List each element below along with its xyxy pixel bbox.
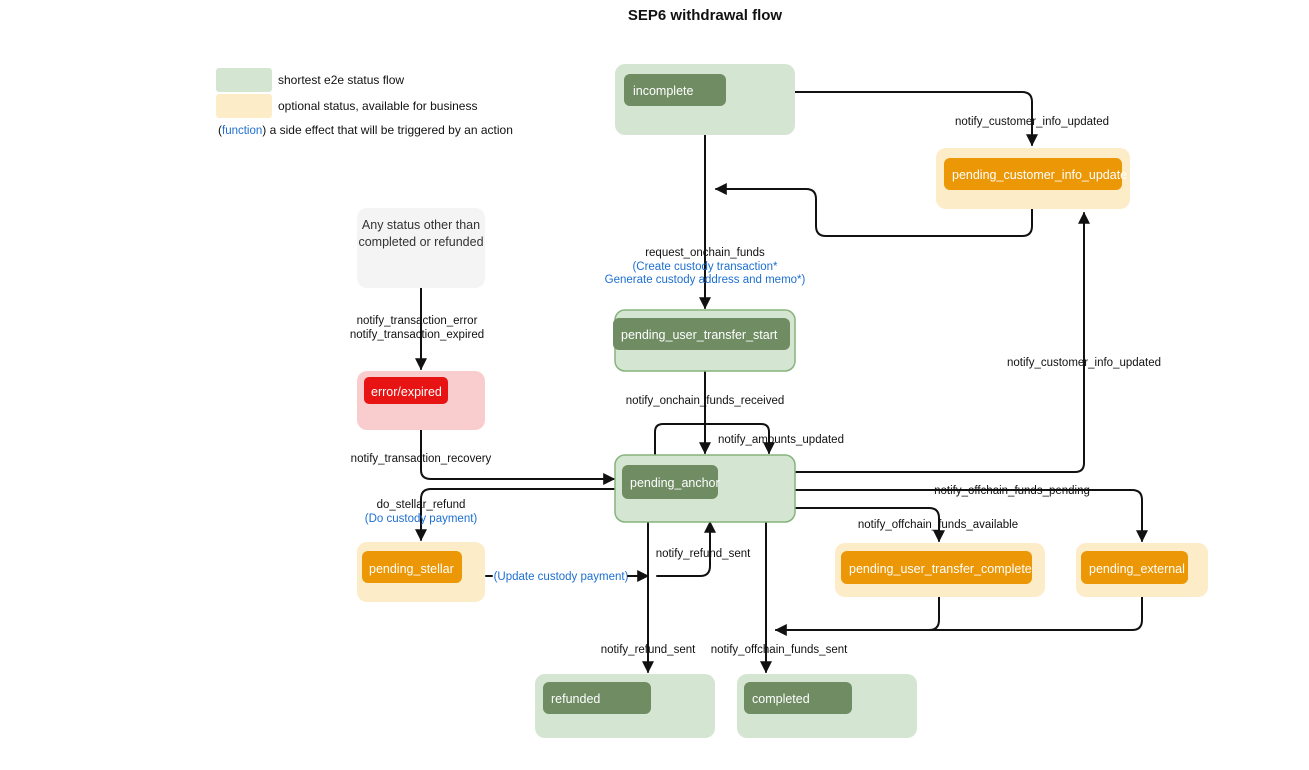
edge-fn-create-custody-transaction: (Create custody transaction*: [632, 261, 778, 273]
edge-label-do-stellar-refund: do_stellar_refund: [377, 499, 466, 511]
edge-pending-customer-info-update-to-incomplete: [714, 183, 1033, 237]
node-refunded-label: refunded: [551, 692, 600, 706]
node-pending-user-transfer-start-inner: [613, 318, 790, 350]
legend-function-note: (function) a side effect that will be tr…: [218, 123, 513, 137]
node-any-status-other-than: Any status other than completed or refun…: [357, 208, 485, 288]
node-pending-stellar-inner: [362, 551, 462, 583]
node-refunded-inner: [543, 682, 651, 714]
edge-incomplete-to-pending-customer-info-update: [794, 91, 1038, 147]
node-pending-customer-info-update-inner: [944, 158, 1122, 190]
node-completed[interactable]: completed: [737, 674, 917, 738]
node-pending-user-transfer-start-label: pending_user_transfer_start: [621, 328, 778, 342]
edge-label-notify-transaction-expired: notify_transaction_expired: [350, 329, 484, 341]
legend-fn-keyword: function: [222, 125, 262, 137]
node-pending-external-label: pending_external: [1089, 562, 1185, 576]
edge-label-notify-onchain-funds-received: notify_onchain_funds_received: [626, 395, 785, 407]
edge-pending-anchor-to-pending-stellar: [415, 488, 615, 542]
edge-pending-anchor-to-pending-customer-info-update: [794, 211, 1090, 473]
node-completed-label: completed: [752, 692, 810, 706]
edge-pending-anchor-to-pending-external: [794, 489, 1148, 543]
edge-fn-update-custody-payment: (Update custody payment): [494, 571, 629, 583]
edge-label-notify-offchain-funds-available: notify_offchain_funds_available: [858, 519, 1018, 531]
node-any-status-outer: [357, 208, 485, 288]
node-pending-user-transfer-start[interactable]: pending_user_transfer_start: [613, 309, 796, 372]
node-any-status-label-line1: Any status other than: [362, 218, 480, 232]
edge-label-notify-amounts-updated: notify_amounts_updated: [718, 434, 844, 446]
legend-label-green: shortest e2e status flow: [278, 73, 404, 87]
edge-error-expired-to-pending-anchor: [420, 429, 616, 485]
page-title: SEP6 withdrawal flow: [628, 7, 783, 24]
edge-label-notify-customer-info-updated-right: notify_customer_info_updated: [1007, 357, 1161, 369]
legend-close-paren: ): [262, 123, 266, 137]
legend-fn-line: (function) a side effect that will be tr…: [218, 123, 513, 137]
node-pending-anchor[interactable]: pending_anchor: [614, 454, 796, 523]
edge-label-request-onchain-funds: request_onchain_funds: [645, 247, 765, 259]
node-pending-external-inner: [1081, 551, 1188, 584]
edge-fn-generate-custody-address: Generate custody address and memo*): [605, 274, 806, 286]
node-pending-stellar-label: pending_stellar: [369, 562, 454, 576]
node-pending-customer-info-update-label: pending_customer_info_update: [952, 168, 1127, 182]
nodes-layer: incomplete pending_customer_info_update …: [357, 64, 1208, 738]
edge-label-notify-transaction-error: notify_transaction_error: [357, 315, 478, 327]
edge-fn-do-custody-payment: (Do custody payment): [365, 513, 478, 525]
node-pending-user-transfer-complete-label: pending_user_transfer_complete: [849, 562, 1032, 576]
node-pending-stellar[interactable]: pending_stellar: [357, 542, 485, 602]
node-pending-customer-info-update[interactable]: pending_customer_info_update: [936, 148, 1130, 209]
node-pending-anchor-inner: [622, 465, 718, 499]
edge-pending-anchor-to-pending-user-transfer-complete: [794, 507, 945, 543]
legend-swatch-green: [216, 68, 272, 92]
edge-label-notify-transaction-recovery: notify_transaction_recovery: [351, 453, 492, 465]
node-incomplete-label: incomplete: [633, 84, 693, 98]
node-error-expired[interactable]: error/expired: [357, 371, 485, 430]
node-completed-inner: [744, 682, 852, 714]
node-pending-external[interactable]: pending_external: [1076, 543, 1208, 597]
edge-notify-refund-sent-into-pending-anchor: [656, 520, 716, 577]
node-any-status-label-line2: completed or refunded: [358, 235, 483, 249]
node-incomplete-inner: [624, 74, 726, 106]
edge-pending-external-to-completed: [775, 596, 1143, 631]
node-pending-user-transfer-complete-inner: [841, 551, 1032, 584]
edge-pending-anchor-self-amounts-updated: [654, 423, 775, 458]
edge-label-notify-customer-info-updated-top: notify_customer_info_updated: [955, 116, 1109, 128]
edge-label-notify-refund-sent-up: notify_refund_sent: [656, 548, 751, 560]
node-refunded[interactable]: refunded: [535, 674, 715, 738]
edge-label-notify-offchain-funds-sent: notify_offchain_funds_sent: [711, 644, 848, 656]
node-pending-user-transfer-complete[interactable]: pending_user_transfer_complete: [835, 543, 1045, 597]
legend: shortest e2e status flow optional status…: [216, 68, 513, 137]
legend-fn-desc: a side effect that will be triggered by …: [266, 123, 513, 137]
edge-label-notify-refund-sent-down: notify_refund_sent: [601, 644, 696, 656]
legend-swatch-orange: [216, 94, 272, 118]
node-pending-anchor-label: pending_anchor: [630, 476, 720, 490]
node-incomplete[interactable]: incomplete: [615, 64, 795, 135]
legend-open-paren: (: [218, 123, 222, 137]
node-error-expired-inner: [364, 377, 448, 404]
edges-layer: notify_customer_info_updated request_onc…: [350, 91, 1161, 674]
edge-label-notify-offchain-funds-pending: notify_offchain_funds_pending: [934, 485, 1090, 497]
legend-label-orange: optional status, available for business: [278, 99, 477, 113]
edge-pending-user-transfer-complete-to-completed: [774, 596, 940, 636]
node-error-expired-label: error/expired: [371, 385, 442, 399]
